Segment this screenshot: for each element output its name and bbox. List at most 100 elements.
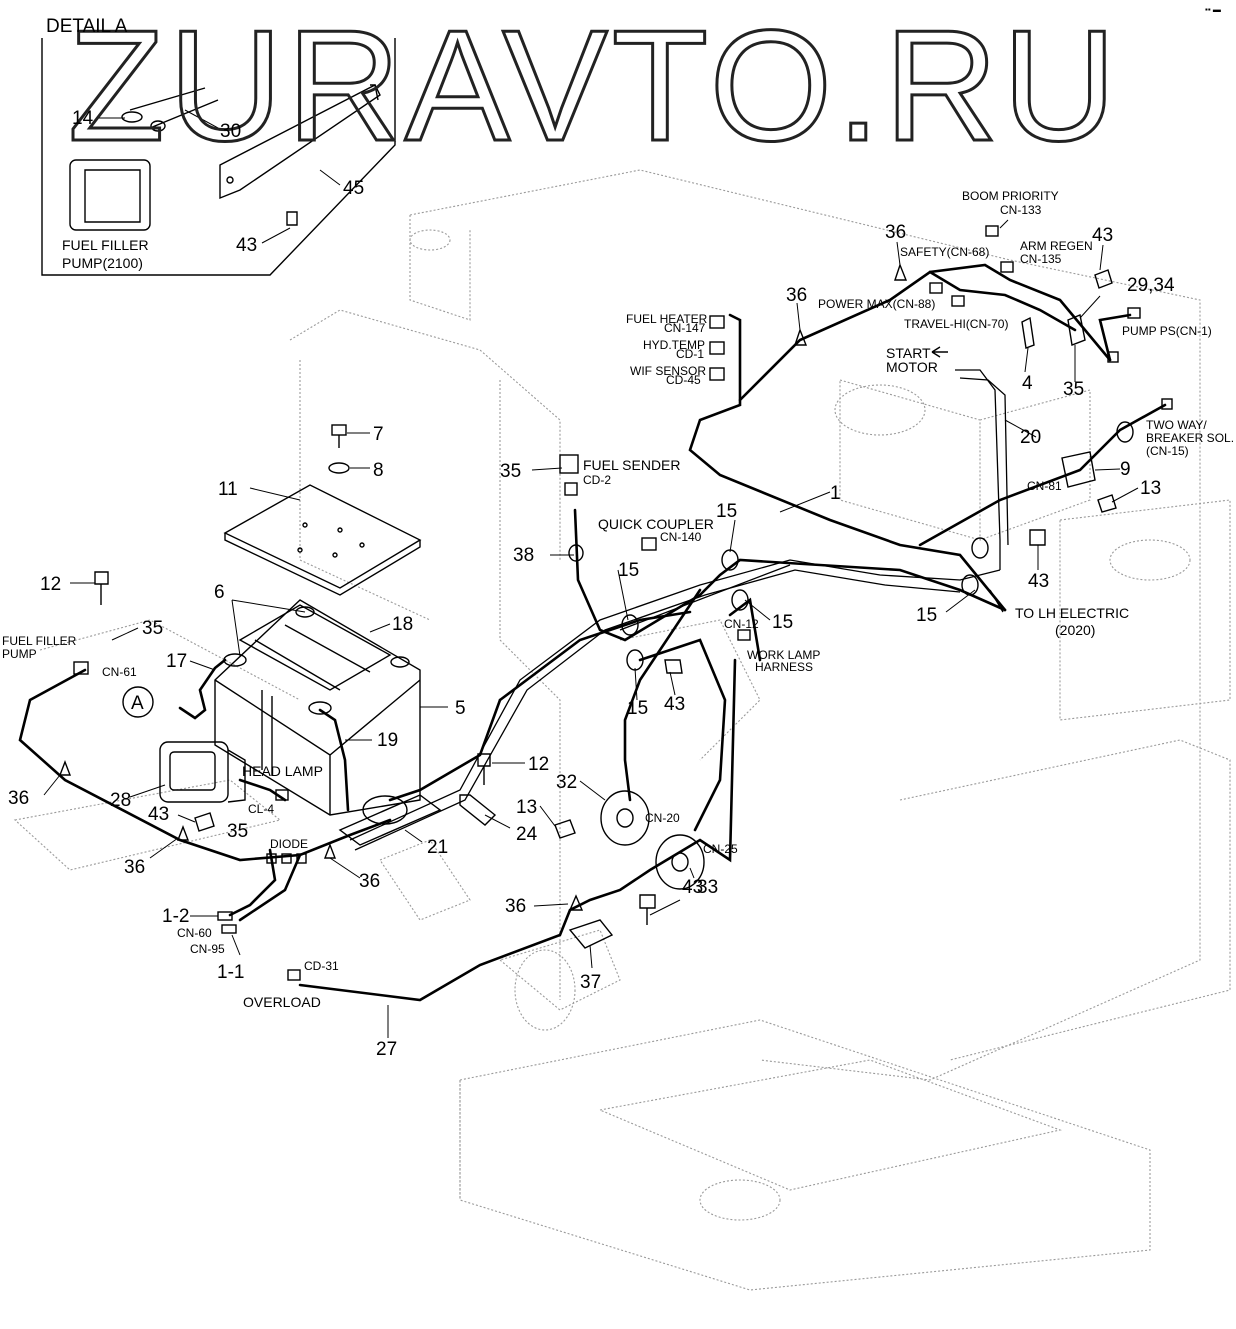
- label-cl4: CL-4: [248, 802, 274, 816]
- part-12-a: 12: [40, 574, 61, 595]
- part-43-d: 43: [148, 804, 169, 825]
- label-cn25: CN-25: [703, 842, 738, 856]
- hoses: [349, 369, 1009, 851]
- part-number-labels: 1 4 5 6 7 8 9 11 12 12 13 13 15 15 15 15…: [8, 222, 1175, 1060]
- part-43-c: 43: [664, 694, 685, 715]
- detail-callout-14: 14: [72, 108, 94, 129]
- watermark: ZURAVTO.RU: [68, 0, 1120, 174]
- part-24: 24: [516, 824, 538, 845]
- part-38: 38: [513, 545, 534, 566]
- label-start-motor-1: START: [886, 345, 931, 361]
- part-21: 21: [427, 837, 448, 858]
- part-1: 1: [830, 483, 841, 504]
- label-wif-sensor: WIF SENSOR: [630, 364, 706, 378]
- part-28: 28: [110, 790, 131, 811]
- battery-cover: [223, 484, 422, 596]
- part-37: 37: [580, 972, 601, 993]
- part-15-e: 15: [916, 605, 937, 626]
- detail-a-circle: [122, 686, 154, 718]
- detail-fuel-filler-pump-1: FUEL FILLER: [62, 237, 149, 253]
- part-12-b: 12: [528, 754, 549, 775]
- part-36-a: 36: [885, 222, 906, 243]
- label-fuel-filler-2: PUMP: [2, 647, 37, 661]
- part-15-b: 15: [618, 560, 639, 581]
- part-6: 6: [214, 582, 225, 603]
- bolts: [94, 269, 1117, 925]
- part-33: 33: [697, 877, 718, 898]
- part-35-b: 35: [227, 821, 248, 842]
- label-pump-ps: PUMP PS(CN-1): [1122, 324, 1212, 338]
- part-15-a: 15: [716, 501, 737, 522]
- label-two-way-1: TWO WAY/: [1146, 418, 1207, 432]
- part-11: 11: [218, 479, 238, 500]
- part-4: 4: [1022, 373, 1033, 394]
- part-17: 17: [166, 651, 187, 672]
- part-20: 20: [1020, 427, 1041, 448]
- clamps: [58, 262, 1134, 911]
- label-quick-coupler: QUICK COUPLER: [598, 516, 714, 532]
- label-head-lamp: HEAD LAMP: [242, 763, 323, 779]
- label-cn81: CN-81: [1027, 479, 1062, 493]
- part-36-e: 36: [359, 871, 380, 892]
- label-two-way-3: (CN-15): [1146, 444, 1189, 458]
- label-cd45: CD-45: [666, 373, 701, 387]
- part-43-e: 43: [682, 877, 703, 898]
- bolt-7: [328, 424, 350, 474]
- part-13-b: 13: [516, 797, 537, 818]
- part-15-c: 15: [772, 612, 793, 633]
- part-43-a: 43: [1092, 225, 1113, 246]
- head-lamp: [159, 741, 246, 803]
- machine-frame-ghost: [13, 169, 1231, 1291]
- label-cn133: CN-133: [1000, 203, 1042, 217]
- label-fuel-filler-1: FUEL FILLER: [2, 634, 77, 648]
- detail-callout-30: 30: [220, 121, 241, 142]
- label-to-lh-2: (2020): [1055, 622, 1095, 638]
- part-15-d: 15: [627, 698, 648, 719]
- part-32: 32: [556, 772, 577, 793]
- part-5: 5: [455, 698, 466, 719]
- label-hyd-temp: HYD.TEMP: [643, 338, 705, 352]
- bracket-37: [568, 919, 614, 949]
- label-cn140: CN-140: [660, 530, 702, 544]
- detail-a-ref: A: [131, 693, 144, 714]
- detail-callout-43: 43: [236, 235, 257, 256]
- detail-fuel-filler-pump-2: PUMP(2100): [62, 255, 143, 271]
- start-motor-arrow: [931, 346, 948, 358]
- label-cd1: CD-1: [676, 347, 704, 361]
- label-arm-regen: ARM REGEN: [1020, 239, 1093, 253]
- to-lh-arrow: [989, 589, 1004, 613]
- horn-32: [600, 790, 650, 846]
- label-travel-hi: TRAVEL-HI(CN-70): [904, 317, 1008, 331]
- part-29-34: 29,34: [1127, 275, 1175, 296]
- label-cn135: CN-135: [1020, 252, 1062, 266]
- leader-lines: [43, 109, 1139, 1038]
- label-cn61: CN-61: [102, 665, 137, 679]
- part-18: 18: [392, 614, 413, 635]
- label-cn95: CN-95: [190, 942, 225, 956]
- part-1-1: 1-1: [217, 962, 244, 983]
- label-work-lamp-2: HARNESS: [755, 660, 813, 674]
- part-27: 27: [376, 1039, 397, 1060]
- part-8: 8: [373, 460, 384, 481]
- part-35-c: 35: [500, 461, 521, 482]
- label-diode: DIODE: [270, 837, 308, 851]
- part-1-2: 1-2: [162, 906, 189, 927]
- detail-a-labels: DETAIL A 14 30 45 43 FUEL FILLER PUMP(21…: [46, 16, 364, 271]
- detail-callout-45: 45: [343, 178, 364, 199]
- label-start-motor-2: MOTOR: [886, 359, 938, 375]
- label-fuel-sender: FUEL SENDER: [583, 457, 681, 473]
- part-9: 9: [1120, 459, 1131, 480]
- label-cn147: CN-147: [664, 321, 706, 335]
- connectors: [73, 225, 1173, 981]
- label-cn12: CN-12: [724, 617, 759, 631]
- part-35-d: 35: [1063, 379, 1084, 400]
- label-two-way-2: BREAKER SOL.: [1146, 431, 1234, 445]
- part-7: 7: [373, 424, 384, 445]
- label-cd2: CD-2: [583, 473, 611, 487]
- part-19: 19: [377, 730, 398, 751]
- part-35-a: 35: [142, 618, 163, 639]
- label-work-lamp-1: WORK LAMP: [747, 648, 820, 662]
- part-13-a: 13: [1140, 478, 1161, 499]
